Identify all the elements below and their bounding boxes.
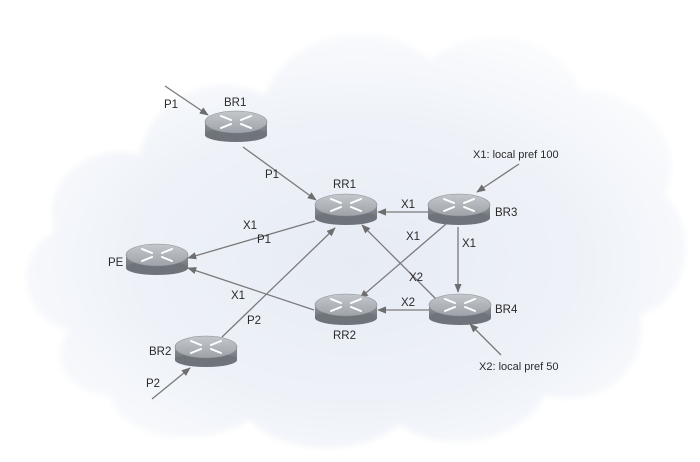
router-rr2: [314, 293, 378, 325]
link-label-br4-rr1: X2: [409, 272, 423, 284]
arrow-in-br1: [164, 85, 209, 116]
link-label-rr1-pe-p: P1: [257, 234, 271, 246]
router-rr1: [314, 193, 378, 225]
arrow-note-br3: [476, 163, 520, 193]
link-label-br3-rr1: X1: [401, 199, 415, 211]
link-label-br2-rr1: P2: [247, 315, 261, 327]
link-label-br1-rr1: P1: [265, 169, 279, 181]
label-pe: PE: [108, 257, 124, 269]
label-br4: BR4: [495, 304, 518, 316]
link-label-br3-rr2: X1: [406, 231, 420, 243]
links-layer: [151, 85, 520, 400]
label-rr2: RR2: [333, 330, 356, 342]
label-br2: BR2: [149, 346, 171, 358]
arrow-br3-rr2: [359, 223, 447, 299]
arrow-rr2-pe: [187, 267, 315, 311]
arrow-br2-rr1: [221, 227, 336, 338]
label-br3: BR3: [495, 207, 517, 219]
arrow-in-br2: [151, 367, 191, 400]
arrow-rr1-pe: [187, 220, 316, 260]
link-label-br3-br4: X1: [462, 238, 476, 250]
router-labels: BR1 RR1 BR3 PE RR2 BR4 BR2: [108, 97, 518, 358]
note-x2-local-pref: X2: local pref 50: [479, 361, 559, 373]
link-label-rr2-pe: X1: [231, 290, 245, 302]
router-br3: [427, 193, 491, 225]
router-br2: [174, 335, 238, 367]
arrow-br1-rr1: [242, 146, 317, 201]
link-label-in-br2: P2: [146, 378, 160, 390]
cloud-background: [26, 34, 686, 449]
router-pe: [125, 243, 189, 275]
arrow-br4-rr1: [361, 224, 438, 301]
label-br1: BR1: [224, 97, 246, 109]
link-label-rr1-pe-x: X1: [243, 220, 257, 232]
link-label-br4-rr2: X2: [401, 297, 415, 309]
arrow-note-br4: [469, 323, 502, 356]
annotations: X1: local pref 100 X2: local pref 50: [473, 149, 559, 373]
router-br1: [204, 110, 268, 142]
link-labels: P1 P1 X1 X1 P1 X1 X1 X2 X2 X1 P2 P2: [146, 99, 476, 390]
note-x1-local-pref: X1: local pref 100: [473, 149, 559, 161]
label-rr1: RR1: [333, 179, 356, 191]
router-br4: [428, 293, 492, 325]
link-label-in-br1: P1: [164, 99, 178, 111]
